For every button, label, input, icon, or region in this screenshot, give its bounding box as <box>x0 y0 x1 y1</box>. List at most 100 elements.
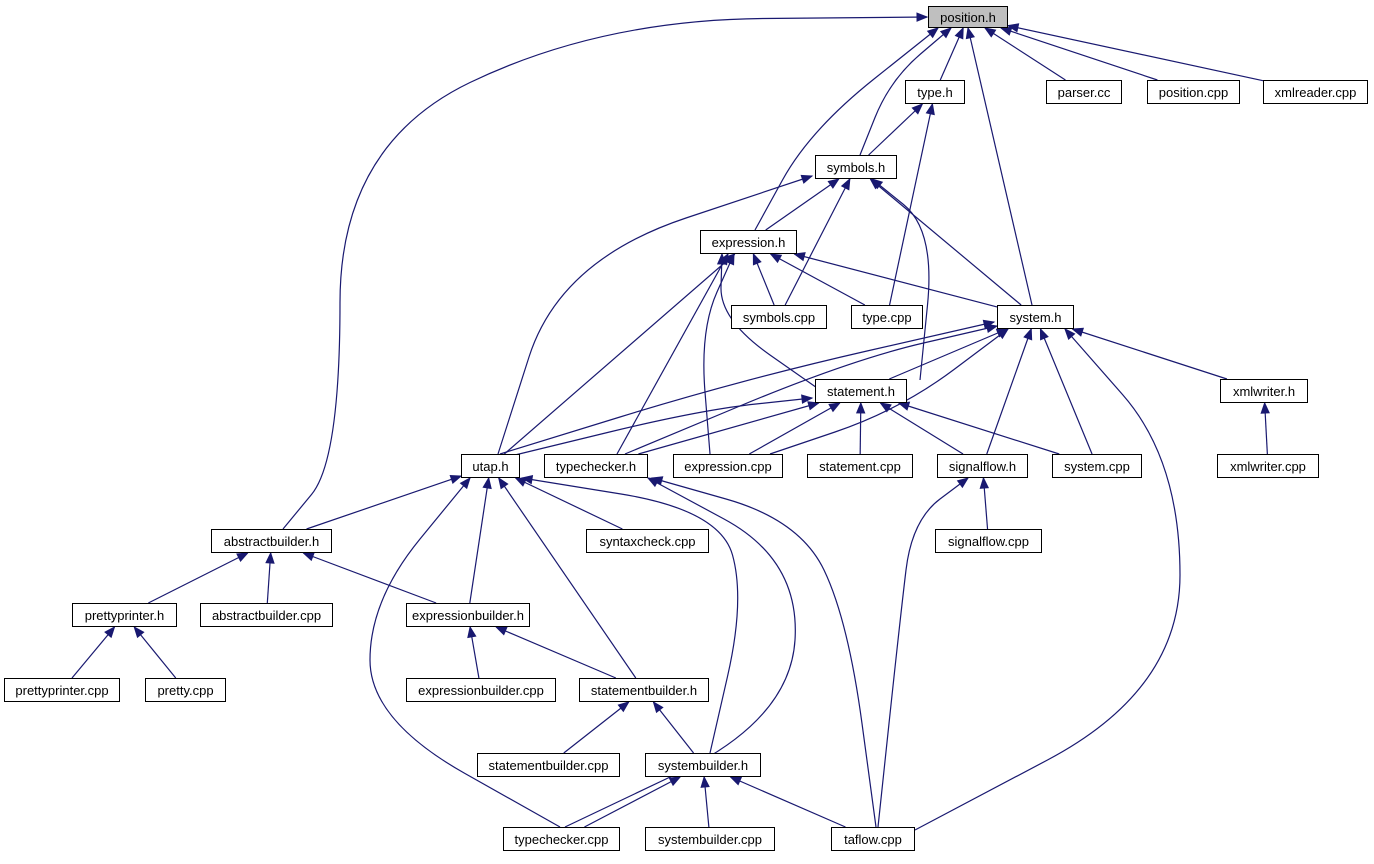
edge-utap-h-to-symbols-h <box>497 175 813 455</box>
edge-utap-h-to-statement-h <box>514 397 813 456</box>
edge-statement-h-to-system-h <box>889 328 1008 380</box>
edge-abstractbuilder-h-to-position-h <box>282 16 928 530</box>
edge-parser-cc-to-position-h <box>984 27 1066 81</box>
node-taflow-cpp[interactable]: taflow.cpp <box>831 827 915 851</box>
edge-syntaxcheck-cpp-to-utap-h <box>515 477 623 530</box>
edge-expression-h-to-symbols-h-arrowhead <box>827 178 840 189</box>
edge-taflow-cpp-to-systembuilder-h-arrowhead <box>729 776 743 786</box>
edge-taflow-cpp-to-typechecker-h <box>651 477 877 828</box>
node-position-cpp[interactable]: position.cpp <box>1147 80 1240 104</box>
edge-systembuilder-h-to-statementbuilder-h <box>652 701 695 754</box>
edge-expressionbuilder-h-to-utap-h-arrowhead <box>482 476 492 490</box>
edge-xmlwriter-cpp-to-xmlwriter-h-arrowhead <box>1260 401 1270 414</box>
node-statementbuilder-h[interactable]: statementbuilder.h <box>579 678 709 702</box>
edge-taflow-cpp-to-system-h <box>914 328 1181 831</box>
node-statement-h[interactable]: statement.h <box>815 379 907 403</box>
node-statement-cpp[interactable]: statement.cpp <box>807 454 913 478</box>
edge-prettyprinter-cpp-to-prettyprinter-h <box>71 626 115 679</box>
edge-statementbuilder-h-to-expressionbuilder-h-arrowhead <box>494 626 508 636</box>
node-expressionbuilder-cpp[interactable]: expressionbuilder.cpp <box>406 678 556 702</box>
node-system-cpp[interactable]: system.cpp <box>1052 454 1142 478</box>
edge-xmlwriter-h-to-system-h <box>1072 328 1228 380</box>
node-type-h[interactable]: type.h <box>905 80 965 104</box>
edge-utap-h-to-statement-h-arrowhead <box>801 394 814 404</box>
edge-symbols-h-to-position-h-arrowhead <box>939 27 953 39</box>
edge-taflow-cpp-to-system-h-arrowhead <box>1064 327 1076 341</box>
edge-system-cpp-to-system-h <box>1039 328 1093 455</box>
node-type-cpp[interactable]: type.cpp <box>851 305 923 329</box>
edge-symbols-cpp-to-expression-h-arrowhead <box>752 252 762 266</box>
edge-xmlreader-cpp-to-position-h-arrowhead <box>1006 23 1020 33</box>
node-symbols-cpp[interactable]: symbols.cpp <box>731 305 827 329</box>
edge-typechecker-cpp-to-typechecker-h <box>564 477 796 828</box>
node-xmlwriter-cpp[interactable]: xmlwriter.cpp <box>1217 454 1319 478</box>
edge-statementbuilder-cpp-to-statementbuilder-h <box>563 701 630 754</box>
edge-pretty-cpp-to-prettyprinter-h-arrowhead <box>133 625 145 639</box>
edge-xmlreader-cpp-to-position-h <box>1007 25 1264 82</box>
node-xmlwriter-h[interactable]: xmlwriter.h <box>1220 379 1308 403</box>
edge-expression-cpp-to-expression-h-arrowhead <box>725 252 735 266</box>
edge-statementbuilder-h-to-utap-h-arrowhead <box>497 476 509 490</box>
edge-taflow-cpp-to-signalflow-h <box>877 477 969 828</box>
edge-pretty-cpp-to-prettyprinter-h <box>133 626 177 679</box>
node-typechecker-h[interactable]: typechecker.h <box>544 454 648 478</box>
edge-expression-cpp-to-system-h-arrowhead <box>996 328 1010 340</box>
node-abstractbuilder-h[interactable]: abstractbuilder.h <box>211 529 332 553</box>
node-typechecker-cpp[interactable]: typechecker.cpp <box>503 827 620 851</box>
node-utap-h[interactable]: utap.h <box>461 454 520 478</box>
edge-utap-h-to-expression-h <box>503 253 736 455</box>
node-statementbuilder-cpp[interactable]: statementbuilder.cpp <box>477 753 620 777</box>
edge-prettyprinter-h-to-abstractbuilder-h <box>148 552 248 604</box>
edge-abstractbuilder-h-to-utap-h <box>306 475 462 530</box>
node-prettyprinter-h[interactable]: prettyprinter.h <box>72 603 177 627</box>
edge-expressionbuilder-h-to-utap-h <box>469 477 490 604</box>
edge-typechecker-h-to-system-h <box>624 325 998 455</box>
node-prettyprinter-cpp[interactable]: prettyprinter.cpp <box>4 678 120 702</box>
edge-system-cpp-to-system-h-arrowhead <box>1039 327 1049 341</box>
edge-type-cpp-to-type-h-arrowhead <box>925 102 935 116</box>
edge-expression-cpp-to-statement-h-arrowhead <box>828 402 841 413</box>
edge-position-cpp-to-position-h <box>1000 27 1158 81</box>
edge-typechecker-h-to-system-h-arrowhead <box>985 323 999 333</box>
node-xmlreader-cpp[interactable]: xmlreader.cpp <box>1263 80 1368 104</box>
node-systembuilder-h[interactable]: systembuilder.h <box>645 753 761 777</box>
edge-expression-cpp-to-statement-h <box>748 402 841 455</box>
node-expression-cpp[interactable]: expression.cpp <box>673 454 783 478</box>
edge-statement-cpp-to-statement-h-arrowhead <box>855 401 866 414</box>
edge-system-h-to-symbols-h <box>869 178 1022 306</box>
edge-taflow-cpp-to-signalflow-h-arrowhead <box>956 477 970 489</box>
node-signalflow-cpp[interactable]: signalflow.cpp <box>935 529 1042 553</box>
edge-abstractbuilder-h-to-utap-h-arrowhead <box>449 475 463 484</box>
edge-parser-cc-to-position-h-arrowhead <box>983 27 997 38</box>
edge-type-cpp-to-type-h <box>888 103 934 306</box>
edge-statementbuilder-cpp-to-statementbuilder-h-arrowhead <box>617 701 630 713</box>
edge-statement-h-to-symbols-h-arrowhead <box>870 178 884 190</box>
edge-expression-h-to-symbols-h <box>765 178 840 231</box>
edge-signalflow-h-to-statement-h-arrowhead <box>879 402 892 413</box>
edge-typechecker-h-to-statement-h <box>638 402 819 455</box>
node-symbols-h[interactable]: symbols.h <box>815 155 897 179</box>
edge-system-h-to-expression-h <box>794 253 998 308</box>
edge-taflow-cpp-to-systembuilder-h <box>730 776 846 828</box>
node-signalflow-h[interactable]: signalflow.h <box>937 454 1028 478</box>
edge-abstractbuilder-h-to-position-h-arrowhead <box>916 12 929 22</box>
node-systembuilder-cpp[interactable]: systembuilder.cpp <box>645 827 775 851</box>
edge-utap-h-to-system-h <box>499 321 995 455</box>
node-expression-h[interactable]: expression.h <box>700 230 797 254</box>
node-syntaxcheck-cpp[interactable]: syntaxcheck.cpp <box>586 529 709 553</box>
edge-typechecker-h-to-statement-h-arrowhead <box>807 401 820 411</box>
edge-prettyprinter-cpp-to-prettyprinter-h-arrowhead <box>104 625 116 639</box>
edge-system-cpp-to-statement-h-arrowhead <box>897 401 911 411</box>
node-pretty-cpp[interactable]: pretty.cpp <box>145 678 226 702</box>
edge-systembuilder-h-to-utap-h <box>521 477 739 754</box>
node-system-h[interactable]: system.h <box>997 305 1074 329</box>
node-expressionbuilder-h[interactable]: expressionbuilder.h <box>406 603 530 627</box>
node-parser-cc[interactable]: parser.cc <box>1046 80 1122 104</box>
edge-expression-cpp-to-system-h <box>769 328 1009 455</box>
node-abstractbuilder-cpp[interactable]: abstractbuilder.cpp <box>200 603 333 627</box>
edge-type-cpp-to-expression-h-arrowhead <box>769 253 783 264</box>
edge-expression-h-to-position-h <box>754 27 939 231</box>
edge-signalflow-h-to-system-h <box>986 328 1032 455</box>
